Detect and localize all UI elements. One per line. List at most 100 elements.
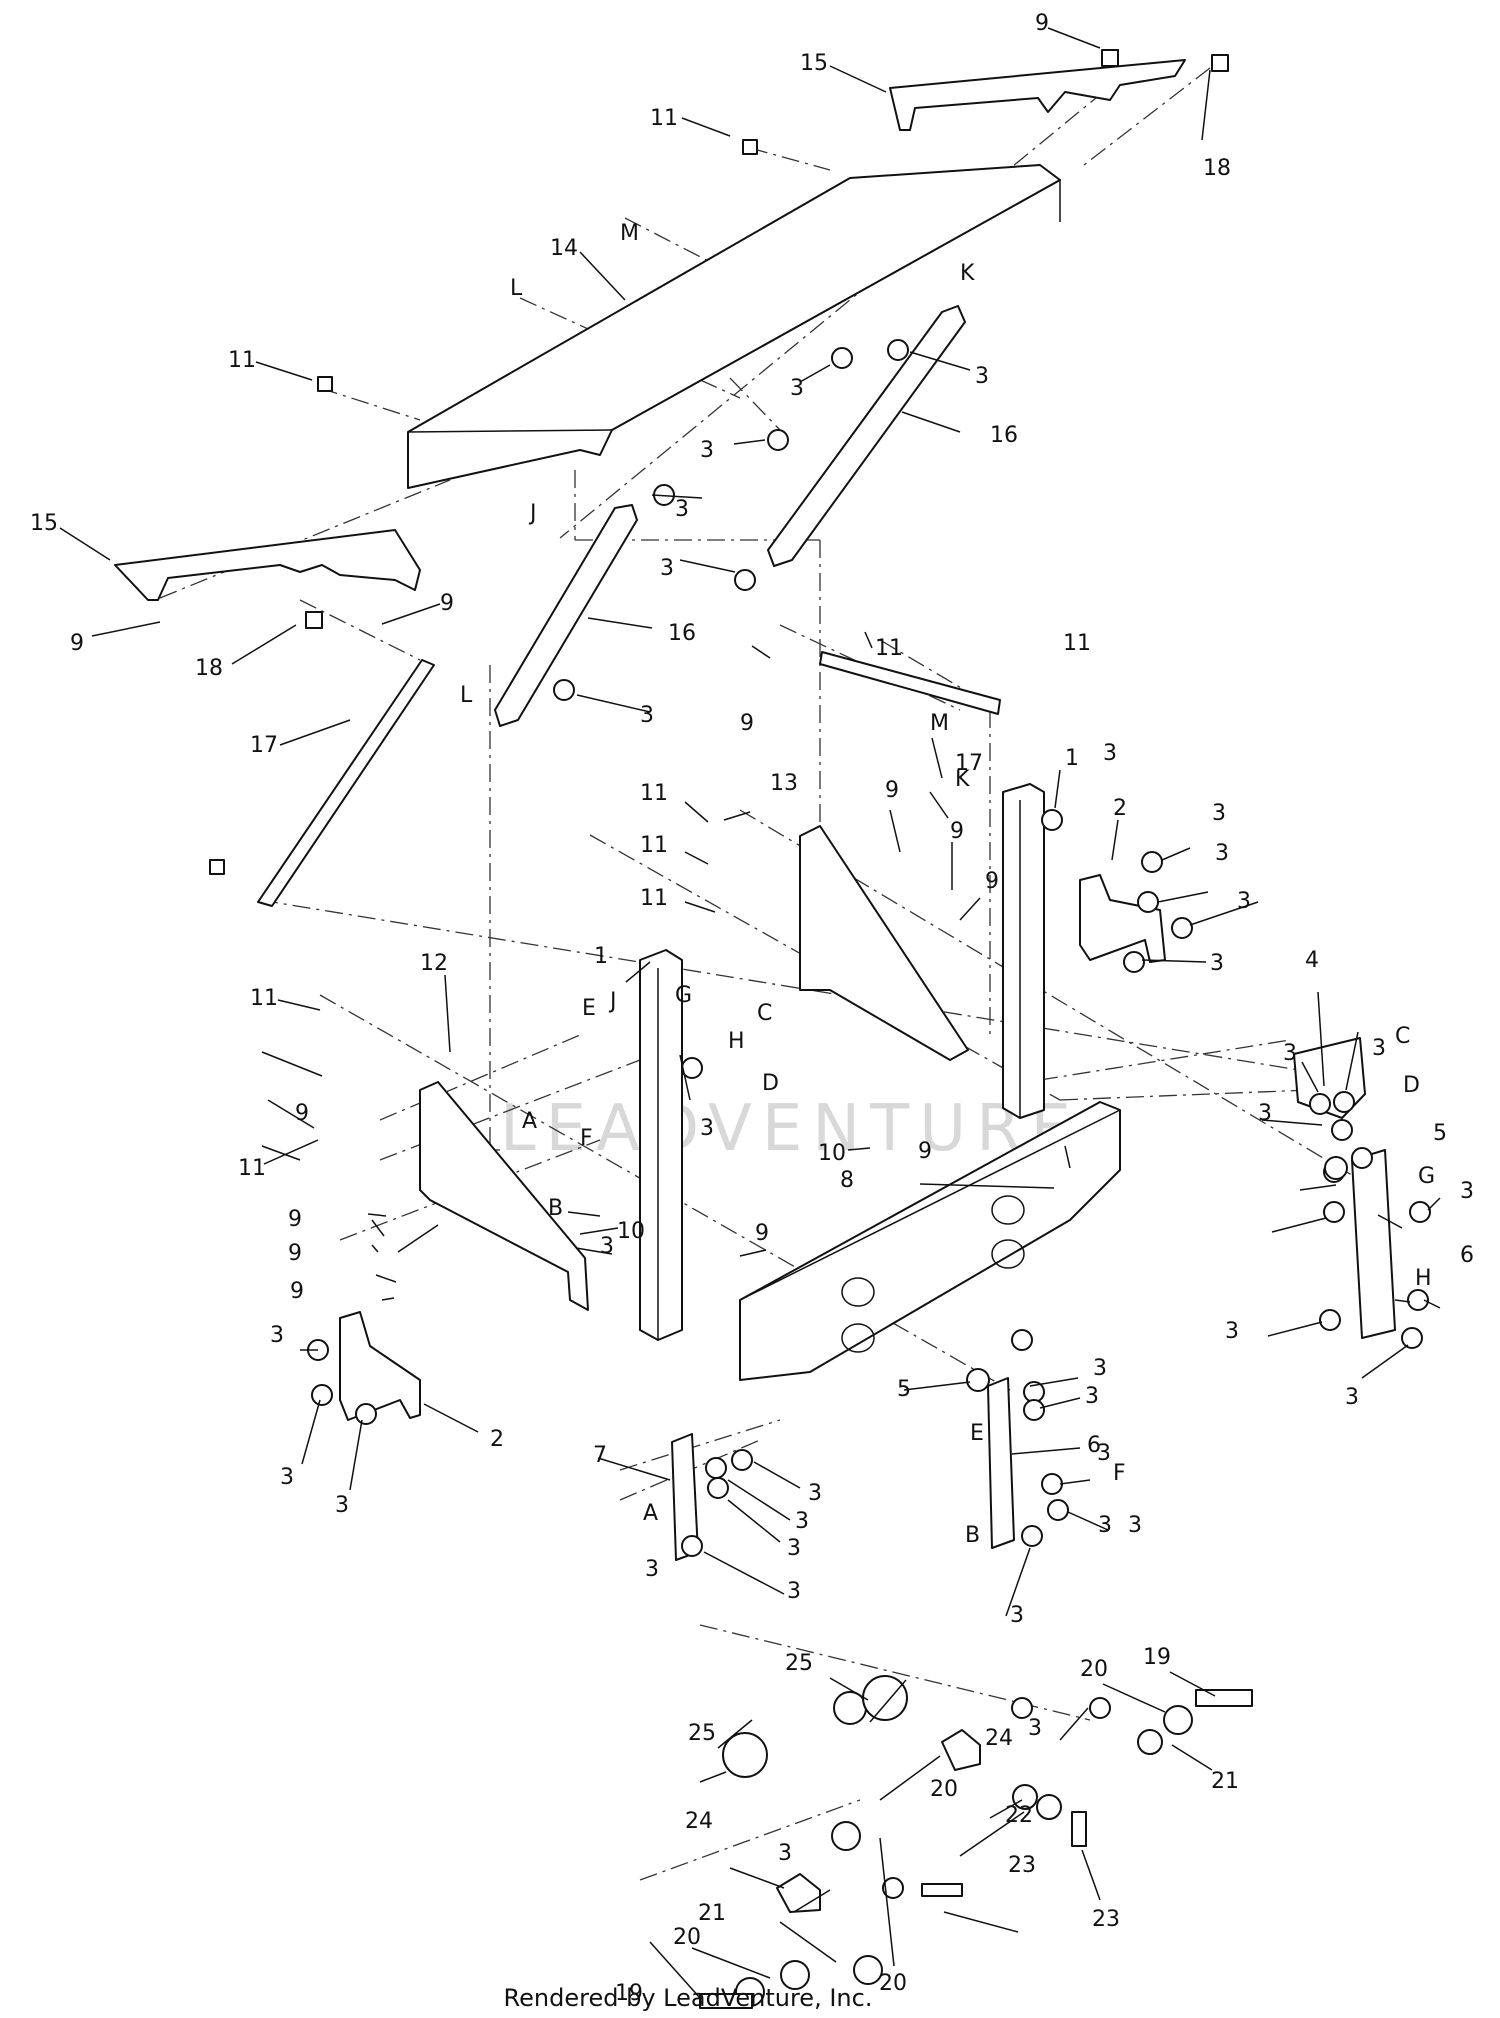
- part-label: 22: [1005, 1803, 1033, 1828]
- part-label: 20: [879, 1971, 907, 1996]
- part-label: 4: [1305, 948, 1319, 973]
- part-label: 23: [1092, 1907, 1120, 1932]
- part-label: 3: [795, 1509, 809, 1534]
- part-label: 3: [1103, 741, 1117, 766]
- part-label: 3: [808, 1481, 822, 1506]
- part-15-lower-bracket: [114, 529, 421, 601]
- part-label: 25: [688, 1721, 716, 1746]
- part-label: 20: [1080, 1657, 1108, 1682]
- part-label: E: [970, 1421, 984, 1446]
- part-label: 3: [787, 1536, 801, 1561]
- part-label: 18: [1203, 156, 1231, 181]
- part-label: B: [965, 1523, 980, 1548]
- part-label: B: [548, 1196, 563, 1221]
- part-label: 3: [1215, 841, 1229, 866]
- part-label: D: [1403, 1073, 1420, 1098]
- part-label: A: [522, 1109, 537, 1134]
- part-label: 11: [250, 986, 278, 1011]
- part-label: 9: [740, 711, 754, 736]
- part-label: 3: [1097, 1441, 1111, 1466]
- part-label: 3: [1460, 1179, 1474, 1204]
- part-label: 16: [668, 621, 696, 646]
- part-label: 11: [238, 1156, 266, 1181]
- part-14-top-panel: [407, 164, 1061, 489]
- part-label: 6: [1087, 1433, 1101, 1458]
- part-17-left-rod: [257, 659, 435, 907]
- credit-text: Rendered by LeadVenture, Inc.: [0, 1984, 1500, 2012]
- part-label: 3: [1212, 801, 1226, 826]
- part-label: 3: [1010, 1603, 1024, 1628]
- part-1-right-post: [1002, 783, 1045, 1119]
- part-label: 15: [800, 51, 828, 76]
- part-label: C: [1395, 1024, 1410, 1049]
- part-label: 11: [228, 348, 256, 373]
- part-label: 21: [1211, 1769, 1239, 1794]
- part-label: 11: [640, 833, 668, 858]
- part-12-left-gusset: [419, 1081, 589, 1311]
- part-label: F: [580, 1126, 593, 1151]
- part-15-upper-bracket: [889, 59, 1186, 131]
- part-label: 3: [640, 703, 654, 728]
- part-label: 10: [818, 1141, 846, 1166]
- part-label: 17: [250, 733, 278, 758]
- part-label: 9: [985, 869, 999, 894]
- part-label: H: [728, 1029, 745, 1054]
- part-label: L: [510, 276, 523, 301]
- part-13-right-gusset: [799, 825, 969, 1061]
- part-label: G: [675, 983, 692, 1008]
- part-16-upper-strut: [767, 305, 966, 567]
- part-label: 3: [1258, 1101, 1272, 1126]
- part-label: 11: [875, 636, 903, 661]
- part-label: 9: [288, 1207, 302, 1232]
- part-label: 3: [645, 1557, 659, 1582]
- part-label: 11: [640, 886, 668, 911]
- part-label: H: [1415, 1266, 1432, 1291]
- part-16-lower-strut: [494, 504, 638, 727]
- part-label: 11: [1063, 631, 1091, 656]
- part-label: 3: [280, 1465, 294, 1490]
- part-1-left-post: [639, 949, 683, 1341]
- part-label: 14: [550, 236, 578, 261]
- part-label: 2: [490, 1427, 504, 1452]
- part-label: 9: [755, 1221, 769, 1246]
- part-label: 3: [1093, 1356, 1107, 1381]
- part-label: A: [643, 1501, 658, 1526]
- part-label: 3: [1237, 889, 1251, 914]
- part-label: 13: [770, 771, 798, 796]
- callout-arrows: [59, 27, 1441, 1999]
- part-label: 9: [950, 819, 964, 844]
- hardware-middle-assembly: [307, 809, 1431, 1557]
- part-label: 3: [1210, 951, 1224, 976]
- part-label: J: [608, 989, 617, 1014]
- part-label: 3: [1085, 1384, 1099, 1409]
- part-label: 3: [1128, 1513, 1142, 1538]
- part-label: K: [960, 261, 975, 286]
- part-17-right-rod: [819, 651, 1001, 715]
- part-label: 8: [840, 1168, 854, 1193]
- part-label: 15: [30, 511, 58, 536]
- part-label: 19: [615, 1981, 643, 2006]
- part-label: 23: [1008, 1853, 1036, 1878]
- part-label: 9: [295, 1101, 309, 1126]
- part-label: 1: [594, 944, 608, 969]
- part-label: 3: [1028, 1716, 1042, 1741]
- part-label: 3: [790, 376, 804, 401]
- part-label: D: [762, 1071, 779, 1096]
- part-label: F: [1113, 1461, 1126, 1486]
- part-label: L: [460, 683, 473, 708]
- part-label: 9: [288, 1241, 302, 1266]
- part-6-right-channel: [1351, 1149, 1396, 1339]
- part-label: 12: [420, 951, 448, 976]
- part-label: G: [1418, 1164, 1435, 1189]
- part-label: 24: [685, 1809, 713, 1834]
- part-label: 24: [985, 1726, 1013, 1751]
- part-label: 5: [1433, 1121, 1447, 1146]
- part-label: 2: [1113, 796, 1127, 821]
- part-label: 20: [930, 1777, 958, 1802]
- part-label: 18: [195, 656, 223, 681]
- part-label: 19: [1143, 1645, 1171, 1670]
- part-label: 3: [778, 1841, 792, 1866]
- part-label: 3: [335, 1493, 349, 1518]
